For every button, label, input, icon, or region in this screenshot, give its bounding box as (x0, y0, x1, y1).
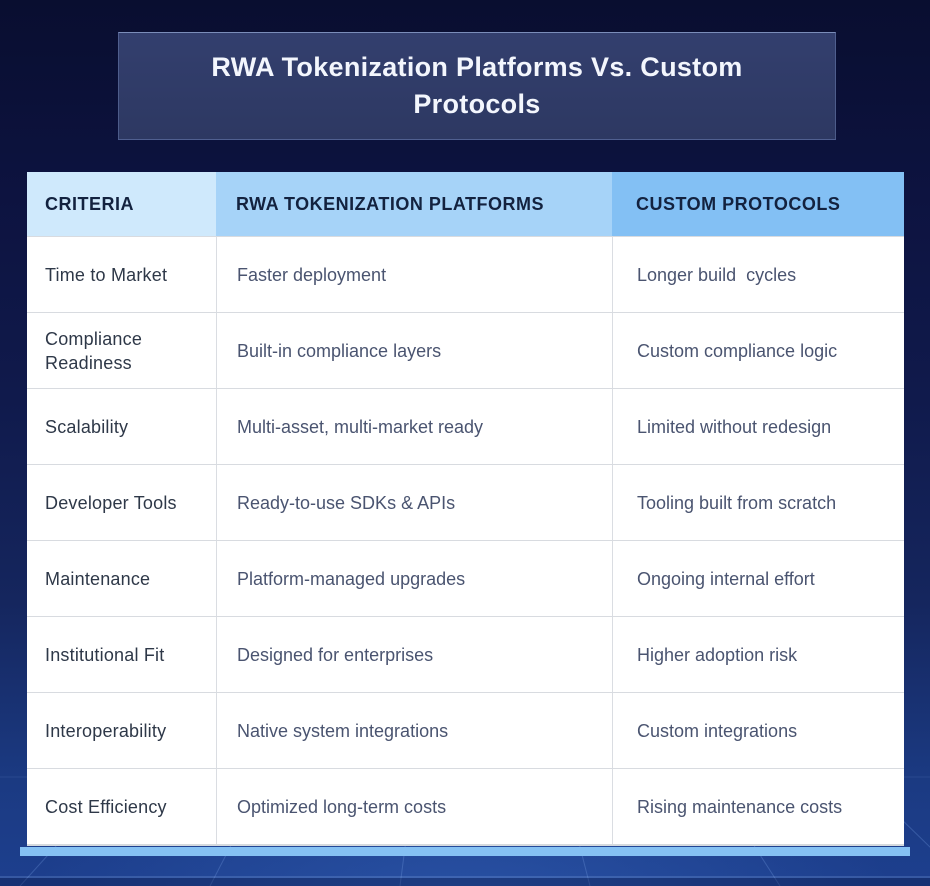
header-protocols: CUSTOM PROTOCOLS (612, 172, 904, 236)
criteria-cell: Interoperability (45, 720, 167, 741)
criteria-cell: Time to Market (45, 264, 168, 285)
table-header-row: CRITERIA RWA TOKENIZATION PLATFORMS CUST… (27, 172, 904, 236)
criteria-cell: Compliance Readiness (45, 328, 143, 373)
criteria-cell: Scalability (45, 416, 129, 437)
platforms-cell: Platform-managed upgrades (216, 541, 612, 616)
title-banner: RWA Tokenization Platforms Vs. Custom Pr… (118, 32, 836, 140)
platforms-cell: Native system integrations (216, 693, 612, 768)
criteria-cell: Institutional Fit (45, 644, 165, 665)
protocols-cell: Ongoing internal effort (612, 541, 904, 616)
table-row: Cost Efficiency Optimized long-term cost… (27, 768, 904, 844)
protocols-cell: Longer build cycles (612, 237, 904, 312)
criteria-cell: Cost Efficiency (45, 796, 167, 817)
table-row: Compliance Readiness Built-in compliance… (27, 312, 904, 388)
criteria-cell: Maintenance (45, 568, 151, 589)
protocols-cell: Higher adoption risk (612, 617, 904, 692)
platforms-cell: Built-in compliance layers (216, 313, 612, 388)
table-row: Time to Market Faster deployment Longer … (27, 236, 904, 312)
table-row: Institutional Fit Designed for enterpris… (27, 616, 904, 692)
table-row: Interoperability Native system integrati… (27, 692, 904, 768)
protocols-cell: Limited without redesign (612, 389, 904, 464)
header-criteria: CRITERIA (27, 172, 216, 236)
table-row: Developer Tools Ready-to-use SDKs & APIs… (27, 464, 904, 540)
header-platforms: RWA TOKENIZATION PLATFORMS (216, 172, 612, 236)
bottom-accent-bar (20, 847, 910, 856)
platforms-cell: Designed for enterprises (216, 617, 612, 692)
platforms-cell: Faster deployment (216, 237, 612, 312)
page-title: RWA Tokenization Platforms Vs. Custom Pr… (211, 52, 743, 119)
criteria-cell: Developer Tools (45, 492, 177, 513)
protocols-cell: Rising maintenance costs (612, 769, 904, 844)
platforms-cell: Multi-asset, multi-market ready (216, 389, 612, 464)
table-row: Scalability Multi-asset, multi-market re… (27, 388, 904, 464)
protocols-cell: Custom compliance logic (612, 313, 904, 388)
platforms-cell: Ready-to-use SDKs & APIs (216, 465, 612, 540)
protocols-cell: Custom integrations (612, 693, 904, 768)
protocols-cell: Tooling built from scratch (612, 465, 904, 540)
comparison-table: CRITERIA RWA TOKENIZATION PLATFORMS CUST… (27, 172, 904, 846)
platforms-cell: Optimized long-term costs (216, 769, 612, 844)
table-row: Maintenance Platform-managed upgrades On… (27, 540, 904, 616)
